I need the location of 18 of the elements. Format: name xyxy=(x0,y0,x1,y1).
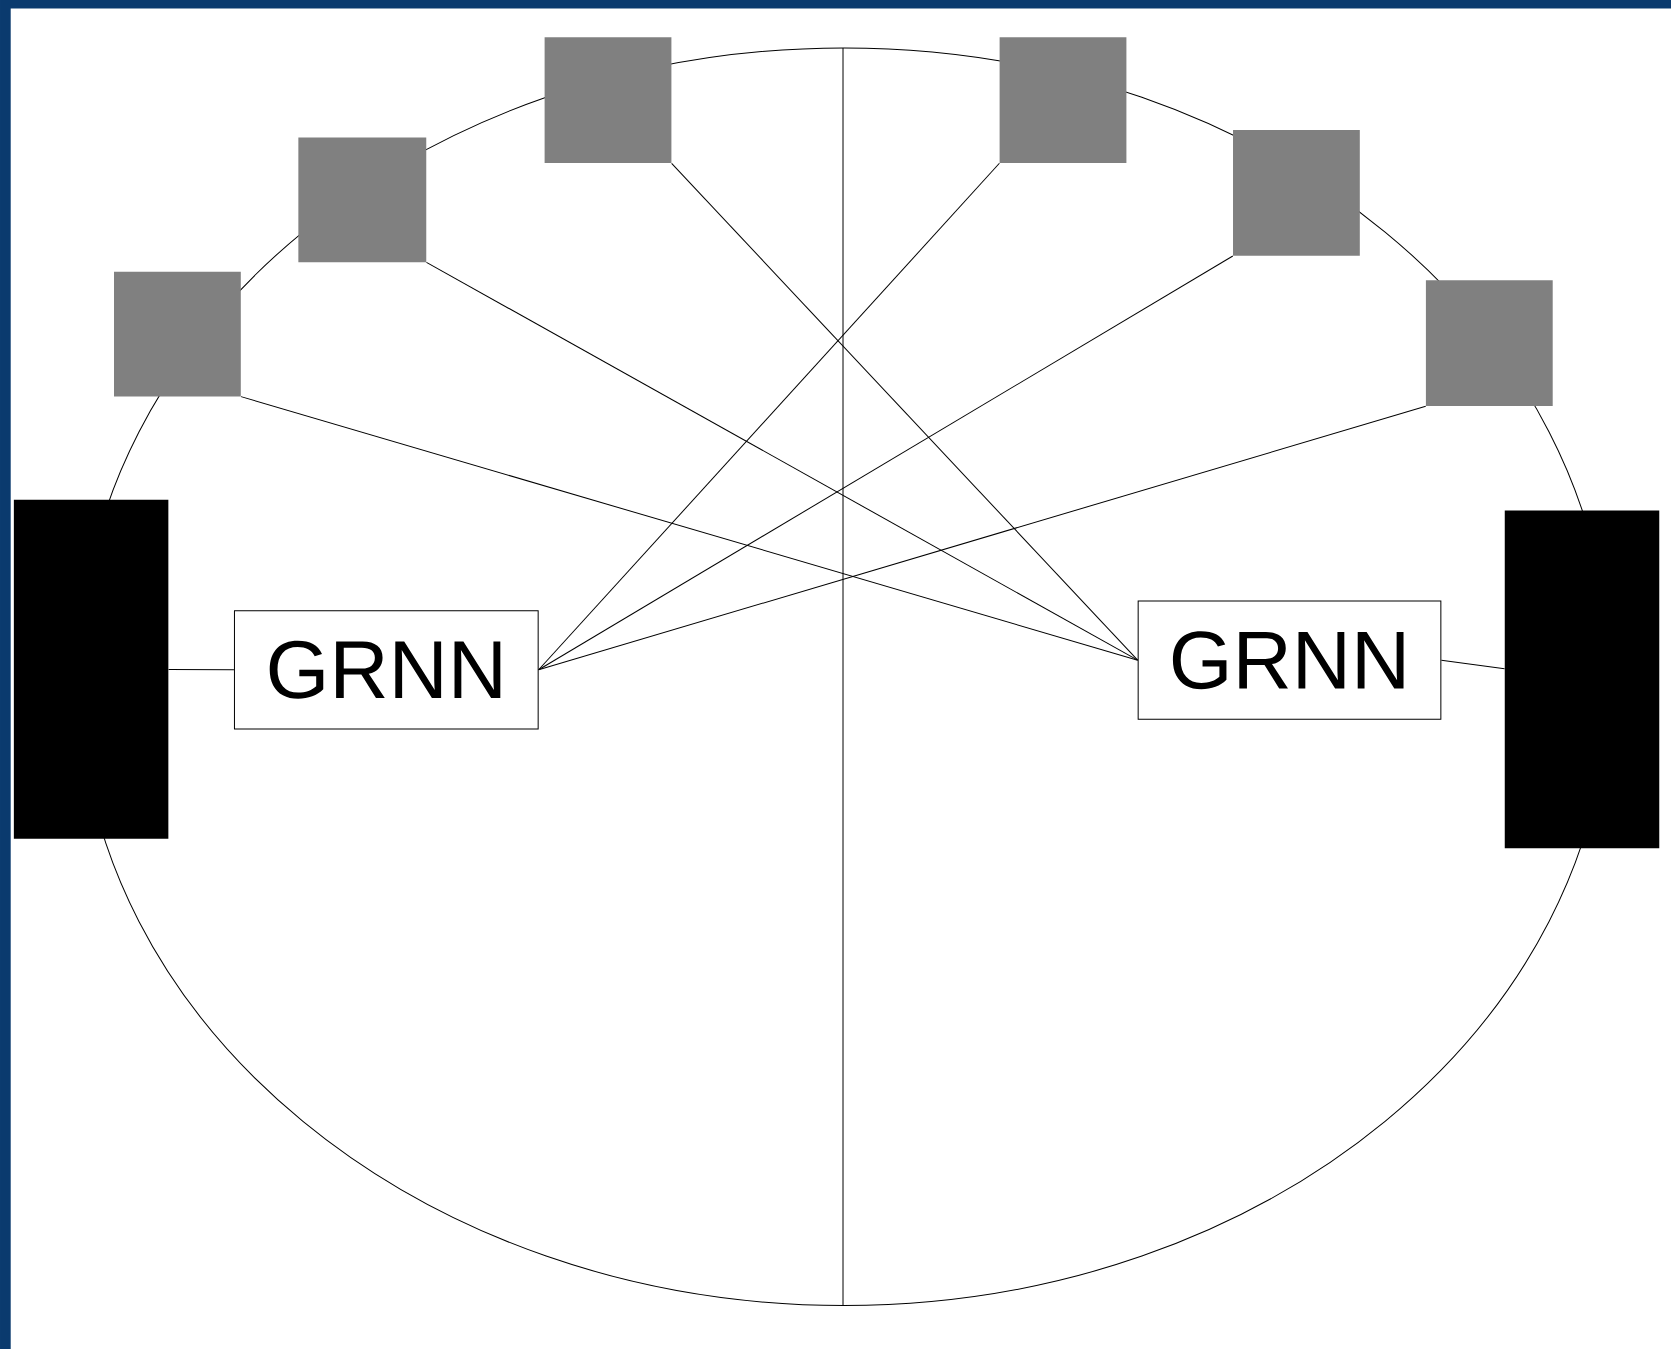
connector-line xyxy=(425,261,1139,661)
wheel-block xyxy=(13,499,169,839)
sensor-block xyxy=(544,37,672,164)
connector-line xyxy=(671,162,1139,661)
connector-line xyxy=(538,162,1000,671)
connector-line xyxy=(1440,659,1506,670)
sensor-block xyxy=(999,37,1127,164)
sensor-block xyxy=(1233,130,1360,256)
sensor-block xyxy=(298,137,427,263)
sensor-block xyxy=(1425,280,1553,407)
sensor-block xyxy=(114,271,241,397)
grnn-box: GRNN xyxy=(1137,600,1442,720)
connector-line xyxy=(168,669,235,671)
connector-line xyxy=(538,405,1427,671)
wheel-block xyxy=(1504,510,1660,849)
connector-line xyxy=(538,255,1234,671)
connector-line xyxy=(240,396,1139,661)
grnn-box: GRNN xyxy=(233,610,539,730)
